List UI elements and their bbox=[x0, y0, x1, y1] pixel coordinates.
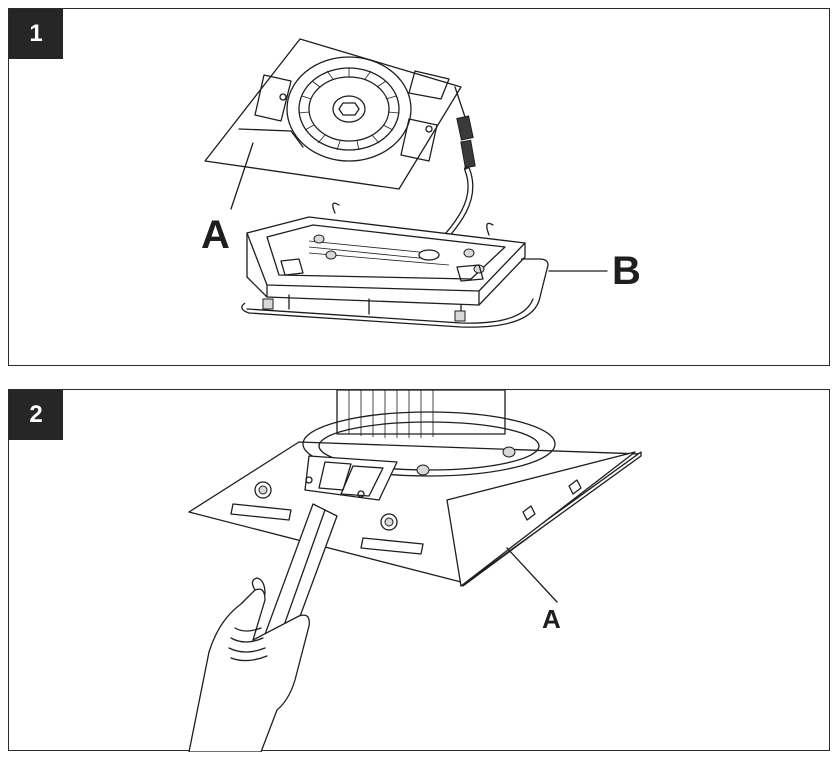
step-2-number: 2 bbox=[9, 390, 63, 440]
step-1-illustration bbox=[204, 38, 608, 328]
step-2-panel: 2 bbox=[8, 389, 830, 752]
fan-housing-plate bbox=[204, 38, 462, 190]
grille-frame bbox=[241, 202, 549, 328]
callout-b: B bbox=[612, 249, 641, 293]
step-2-illustration bbox=[188, 390, 642, 752]
fan-housing bbox=[188, 390, 642, 587]
step-1-number: 1 bbox=[9, 9, 63, 59]
step-1-panel: 1 bbox=[8, 8, 830, 366]
leader-line-a-step-2 bbox=[506, 547, 558, 603]
leader-line-a bbox=[230, 142, 254, 210]
callout-a: A bbox=[201, 213, 230, 257]
hand bbox=[188, 577, 310, 752]
callout-a-step-2: A bbox=[542, 604, 561, 634]
